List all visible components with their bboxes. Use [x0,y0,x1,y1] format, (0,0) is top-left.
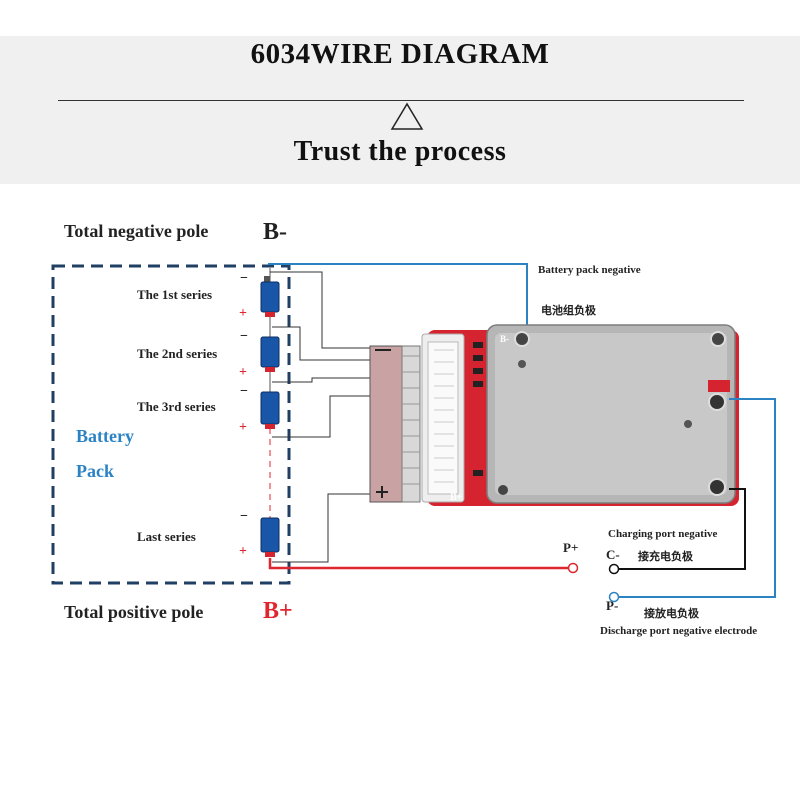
cell-2-plus: + [239,365,247,380]
balance-wire-last [272,493,372,563]
charging-cn-label: 接充电负极 [638,550,693,563]
cell-3-minus: − [240,384,248,399]
pack-label-line2: Pack [76,461,114,481]
balance-wire-2 [272,326,372,361]
balance-wire-1 [270,271,372,349]
cell-last-plus: + [239,544,247,559]
discharge-terminal [708,478,726,496]
triangle-icon [390,102,424,130]
balance-connector [369,345,421,503]
header-divider [58,100,744,101]
cell-1-plus: + [239,306,247,321]
cell-2 [260,336,280,372]
charging-terminal [708,393,726,411]
cell-2-minus: − [240,329,248,344]
series-label-3: The 3rd series [137,399,216,414]
board-b-plus-label: B+ [450,492,463,503]
discharge-cn-label: 接放电负极 [644,607,699,620]
board-b-minus-label: B- [500,334,509,344]
series-label-2: The 2nd series [137,346,218,361]
discharge-en-label: Discharge port negative electrode [600,625,758,637]
charging-en-label: Charging port negative [608,528,718,540]
diagram-subtitle: Trust the process [293,136,507,167]
cell-1-minus: − [240,271,248,286]
p-minus-terminal [608,591,620,603]
p-plus-terminal [567,562,579,574]
pack-negative-wire [268,263,528,345]
p-plus-label: P+ [563,540,579,555]
positive-pole-label: Total positive pole [64,602,204,622]
negative-pole-label: Total negative pole [64,221,209,241]
cell-last-minus: − [240,509,248,524]
pack-negative-cn-label: 电池组负极 [541,304,596,317]
battery-pack-frame [51,264,291,585]
series-label-last: Last series [137,529,196,544]
diagram-title: 6034WIRE DIAGRAM [250,38,550,70]
header-banner [0,36,800,184]
cell-3-plus: + [239,420,247,435]
positive-pole-symbol: B+ [263,598,293,624]
pack-positive-wire [268,558,570,570]
balance-wire-4 [272,395,372,438]
charging-negative-wire [617,398,776,598]
discharge-negative-wire [617,488,746,570]
c-minus-terminal [608,563,620,575]
pack-label-line1: Battery [76,426,134,446]
negative-pole-symbol: B- [263,219,287,245]
balance-wire-3 [272,377,372,383]
p-minus-label: P- [606,598,619,613]
cell-last [260,517,280,557]
cell-3 [260,391,280,429]
c-minus-label: C- [606,547,620,562]
series-label-1: The 1st series [137,287,213,302]
pack-negative-en-label: Battery pack negative [538,264,641,276]
cell-1 [260,276,280,317]
bms-board [421,324,739,506]
